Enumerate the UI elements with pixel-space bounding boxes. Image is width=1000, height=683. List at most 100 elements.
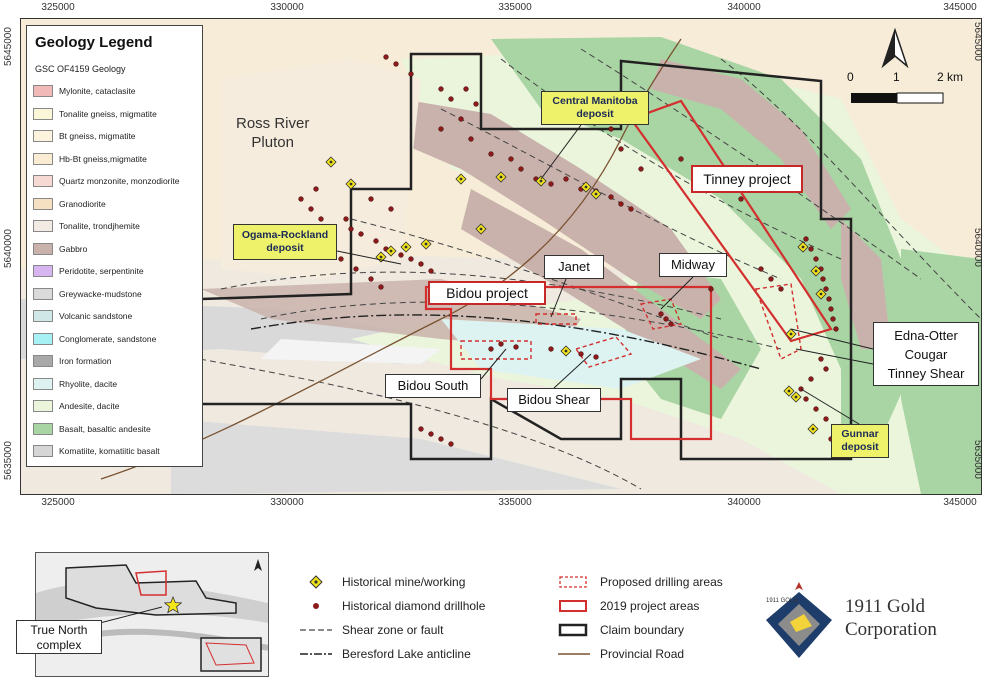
drillhole-marker[interactable] [368, 196, 374, 202]
geology-map[interactable]: Ross River Pluton Bidou project Tinney p… [20, 18, 982, 495]
mine-marker[interactable] [783, 385, 795, 397]
drillhole-marker[interactable] [830, 316, 836, 322]
drillhole-marker[interactable] [308, 206, 314, 212]
drillhole-marker[interactable] [488, 346, 494, 352]
drillhole-marker[interactable] [813, 406, 819, 412]
drillhole-marker[interactable] [628, 206, 634, 212]
drillhole-marker[interactable] [803, 396, 809, 402]
drillhole-marker[interactable] [373, 238, 379, 244]
mine-marker[interactable] [785, 328, 797, 340]
ogama-rockland-label[interactable]: Ogama-Rockland deposit [233, 224, 337, 260]
mine-marker[interactable] [535, 175, 547, 187]
drillhole-marker[interactable] [473, 101, 479, 107]
drillhole-marker[interactable] [368, 276, 374, 282]
drillhole-marker[interactable] [618, 146, 624, 152]
drillhole-marker[interactable] [820, 276, 826, 282]
drillhole-marker[interactable] [548, 181, 554, 187]
bidou-project-label[interactable]: Bidou project [428, 281, 546, 305]
mine-marker[interactable] [560, 345, 572, 357]
bidou-south-label[interactable]: Bidou South [385, 374, 481, 398]
drillhole-marker[interactable] [813, 256, 819, 262]
drillhole-marker[interactable] [428, 268, 434, 274]
drillhole-marker[interactable] [738, 196, 744, 202]
drillhole-marker[interactable] [393, 61, 399, 67]
drillhole-marker[interactable] [298, 196, 304, 202]
drillhole-marker[interactable] [518, 166, 524, 172]
drillhole-marker[interactable] [348, 226, 354, 232]
drillhole-marker[interactable] [508, 156, 514, 162]
drillhole-marker[interactable] [823, 416, 829, 422]
drillhole-marker[interactable] [318, 216, 324, 222]
drillhole-marker[interactable] [343, 216, 349, 222]
drillhole-marker[interactable] [578, 351, 584, 357]
drillhole-marker[interactable] [823, 366, 829, 372]
midway-label[interactable]: Midway [659, 253, 727, 277]
drillhole-marker[interactable] [438, 126, 444, 132]
edna-otter-label[interactable]: Edna-Otter Cougar Tinney Shear [873, 322, 979, 386]
gunnar-label[interactable]: Gunnar deposit [831, 424, 889, 458]
drillhole-marker[interactable] [708, 286, 714, 292]
mine-marker[interactable] [797, 241, 809, 253]
drillhole-marker[interactable] [438, 86, 444, 92]
drillhole-marker[interactable] [468, 136, 474, 142]
inset-map[interactable] [35, 552, 269, 677]
drillhole-marker[interactable] [358, 231, 364, 237]
drillhole-marker[interactable] [668, 321, 674, 327]
drillhole-marker[interactable] [428, 431, 434, 437]
drillhole-marker[interactable] [663, 316, 669, 322]
mine-marker[interactable] [495, 171, 507, 183]
drillhole-marker[interactable] [768, 276, 774, 282]
drillhole-marker[interactable] [488, 151, 494, 157]
janet-label[interactable]: Janet [544, 255, 604, 279]
drillhole-marker[interactable] [658, 311, 664, 317]
drillhole-marker[interactable] [808, 376, 814, 382]
drillhole-marker[interactable] [383, 54, 389, 60]
mine-marker[interactable] [400, 241, 412, 253]
drillhole-marker[interactable] [548, 346, 554, 352]
tinney-project-label[interactable]: Tinney project [691, 165, 803, 193]
drillhole-marker[interactable] [828, 306, 834, 312]
drillhole-marker[interactable] [593, 354, 599, 360]
mine-marker[interactable] [475, 223, 487, 235]
drillhole-marker[interactable] [778, 286, 784, 292]
mine-marker[interactable] [420, 238, 432, 250]
mine-marker[interactable] [790, 391, 802, 403]
drillhole-marker[interactable] [353, 266, 359, 272]
drillhole-marker[interactable] [563, 176, 569, 182]
mine-marker[interactable] [815, 288, 827, 300]
drillhole-marker[interactable] [408, 256, 414, 262]
drillhole-marker[interactable] [458, 116, 464, 122]
true-north-label[interactable]: True North complex [16, 620, 102, 654]
drillhole-marker[interactable] [826, 296, 832, 302]
mine-marker[interactable] [455, 173, 467, 185]
drillhole-marker[interactable] [678, 156, 684, 162]
drillhole-marker[interactable] [823, 286, 829, 292]
drillhole-marker[interactable] [448, 96, 454, 102]
drillhole-marker[interactable] [448, 441, 454, 447]
drillhole-marker[interactable] [398, 252, 404, 258]
drillhole-marker[interactable] [438, 436, 444, 442]
drillhole-marker[interactable] [758, 266, 764, 272]
drillhole-marker[interactable] [803, 236, 809, 242]
drillhole-marker[interactable] [618, 201, 624, 207]
mine-marker[interactable] [385, 245, 397, 257]
drillhole-marker[interactable] [513, 344, 519, 350]
drillhole-marker[interactable] [638, 166, 644, 172]
drillhole-marker[interactable] [833, 326, 839, 332]
drillhole-marker[interactable] [818, 356, 824, 362]
drillhole-marker[interactable] [388, 206, 394, 212]
drillhole-marker[interactable] [808, 246, 814, 252]
drillhole-marker[interactable] [313, 186, 319, 192]
drillhole-marker[interactable] [608, 126, 614, 132]
mine-marker[interactable] [580, 181, 592, 193]
mine-marker[interactable] [810, 265, 822, 277]
drillhole-marker[interactable] [378, 284, 384, 290]
drillhole-marker[interactable] [408, 71, 414, 77]
drillhole-marker[interactable] [498, 341, 504, 347]
drillhole-marker[interactable] [608, 194, 614, 200]
mine-marker[interactable] [345, 178, 357, 190]
drillhole-marker[interactable] [338, 256, 344, 262]
drillhole-marker[interactable] [418, 261, 424, 267]
drillhole-marker[interactable] [463, 86, 469, 92]
mine-marker[interactable] [590, 188, 602, 200]
